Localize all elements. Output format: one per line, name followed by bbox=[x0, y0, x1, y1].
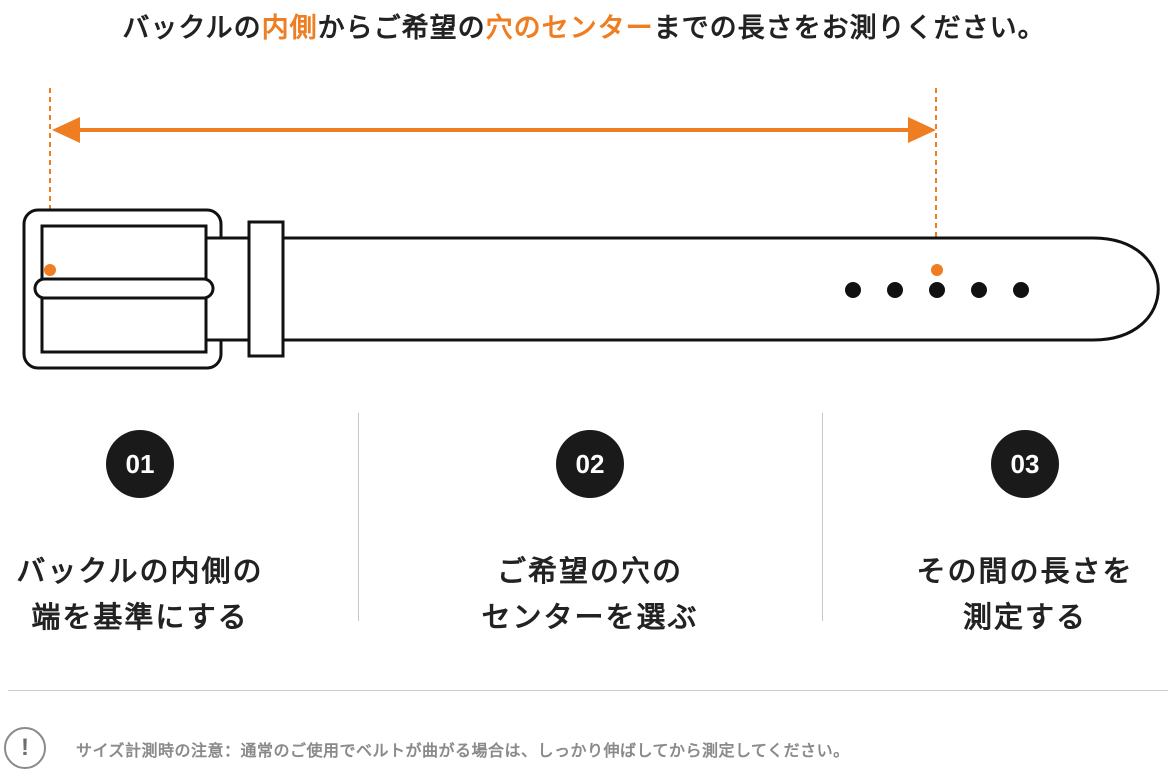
belt-hole bbox=[971, 282, 987, 298]
step-3-number-badge: 03 bbox=[991, 430, 1059, 498]
step-1-line-1: バックルの内側の bbox=[16, 554, 264, 588]
step-3-line-2: 測定する bbox=[962, 600, 1087, 634]
measurement-caution-note: サイズ計測時の注意：通常のご使用でベルトが曲がる場合は、しっかり伸ばしてから測定… bbox=[76, 741, 850, 760]
buckle-prong bbox=[33, 277, 215, 300]
step-1-line-2: 端を基準にする bbox=[31, 600, 249, 634]
headline-highlight-inner-side: 内側 bbox=[261, 13, 318, 44]
belt-hole bbox=[1013, 282, 1029, 298]
belt-hole bbox=[929, 282, 945, 298]
step-2-number-badge: 02 bbox=[556, 430, 624, 498]
column-divider bbox=[822, 413, 823, 621]
step-1-number-badge: 01 bbox=[106, 430, 174, 498]
belt-keeper-loop bbox=[247, 220, 285, 358]
note-divider bbox=[8, 690, 1168, 691]
measure-arrow-right-head bbox=[908, 117, 936, 143]
belt-strap bbox=[210, 236, 1160, 342]
belt-hole bbox=[845, 282, 861, 298]
step-2-description: ご希望の穴の センターを選ぶ bbox=[440, 548, 740, 640]
belt-hole bbox=[887, 282, 903, 298]
step-1-description: バックルの内側の 端を基準にする bbox=[0, 548, 280, 640]
measure-arrow-left-head bbox=[52, 117, 80, 143]
headline-part-1: バックルの bbox=[122, 13, 262, 44]
headline-highlight-hole-center: 穴のセンター bbox=[485, 13, 654, 44]
step-2-line-1: ご希望の穴の bbox=[496, 554, 683, 588]
headline-part-2: からご希望の bbox=[317, 13, 486, 44]
exclamation-circle-icon: ! bbox=[4, 727, 46, 769]
step-3-line-1: その間の長さを bbox=[916, 554, 1134, 588]
step-1: 01 バックルの内側の 端を基準にする bbox=[0, 430, 280, 640]
step-2-line-2: センターを選ぶ bbox=[481, 600, 699, 634]
step-3: 03 その間の長さを 測定する bbox=[880, 430, 1168, 640]
measure-end-dot bbox=[931, 264, 943, 276]
belt-measurement-diagram bbox=[22, 88, 1160, 370]
measure-start-dot bbox=[44, 264, 56, 276]
step-3-description: その間の長さを 測定する bbox=[880, 548, 1168, 640]
column-divider bbox=[358, 413, 359, 621]
headline-part-3: までの長さをお測りください。 bbox=[653, 13, 1046, 44]
step-2: 02 ご希望の穴の センターを選ぶ bbox=[440, 430, 740, 640]
instruction-headline: バックルの内側からご希望の穴のセンターまでの長さをお測りください。 bbox=[0, 6, 1168, 45]
